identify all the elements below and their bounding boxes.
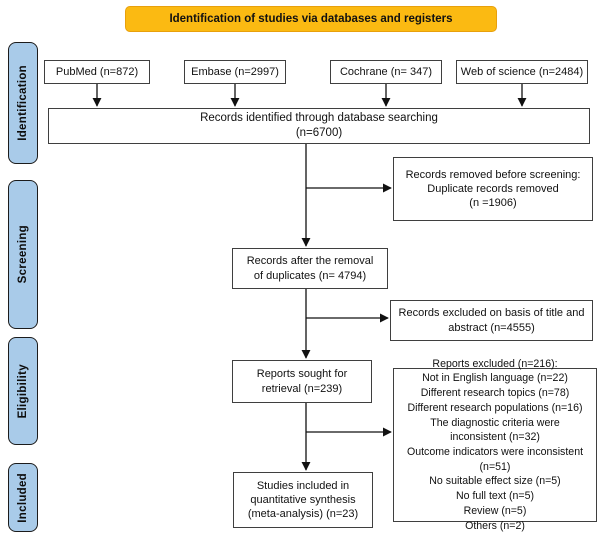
box-reports-sought: Reports sought for retrieval (n=239) [232, 360, 372, 403]
source-embase-label: Embase (n=2997) [191, 65, 279, 78]
records-removed-label: Records removed before screening: Duplic… [405, 168, 581, 210]
records-identified-label: Records identified through database sear… [200, 112, 438, 139]
stage-identification-label: Identification [17, 65, 29, 141]
stage-included: Included [8, 463, 38, 532]
stage-screening: Screening [8, 180, 38, 329]
source-cochrane-label: Cochrane (n= 347) [339, 65, 433, 78]
source-box-pubmed: PubMed (n=872) [44, 60, 150, 84]
stage-included-label: Included [17, 472, 29, 523]
stage-identification: Identification [8, 42, 38, 164]
box-records-excluded-title-abstract: Records excluded on basis of title and a… [390, 300, 593, 341]
source-pubmed-label: PubMed (n=872) [55, 65, 139, 78]
stage-eligibility-label: Eligibility [17, 363, 29, 419]
banner-title-label: Identification of studies via databases … [169, 13, 453, 25]
stage-screening-label: Screening [17, 225, 29, 284]
source-box-web-of-science: Web of science (n=2484) [456, 60, 588, 84]
stage-eligibility: Eligibility [8, 337, 38, 445]
box-reports-excluded: Reports excluded (n=216): Not in English… [393, 358, 597, 532]
source-web-of-science-label: Web of science (n=2484) [460, 65, 584, 78]
source-box-embase: Embase (n=2997) [184, 60, 286, 84]
box-studies-included: Studies included in quantitative synthes… [233, 472, 373, 528]
source-box-cochrane: Cochrane (n= 347) [330, 60, 442, 84]
box-records-removed-before-screening: Records removed before screening: Duplic… [393, 157, 593, 221]
reports-excluded-label: Reports excluded (n=216): Not in English… [406, 357, 584, 532]
box-records-identified: Records identified through database sear… [48, 108, 590, 144]
box-records-after-duplicates: Records after the removal of duplicates … [232, 248, 388, 289]
records-after-duplicates-label: Records after the removal of duplicates … [246, 255, 374, 282]
studies-included-label: Studies included in quantitative synthes… [247, 479, 359, 521]
records-excluded-title-abstract-label: Records excluded on basis of title and a… [398, 307, 585, 334]
reports-sought-label: Reports sought for retrieval (n=239) [256, 368, 348, 395]
banner-title: Identification of studies via databases … [125, 6, 497, 32]
